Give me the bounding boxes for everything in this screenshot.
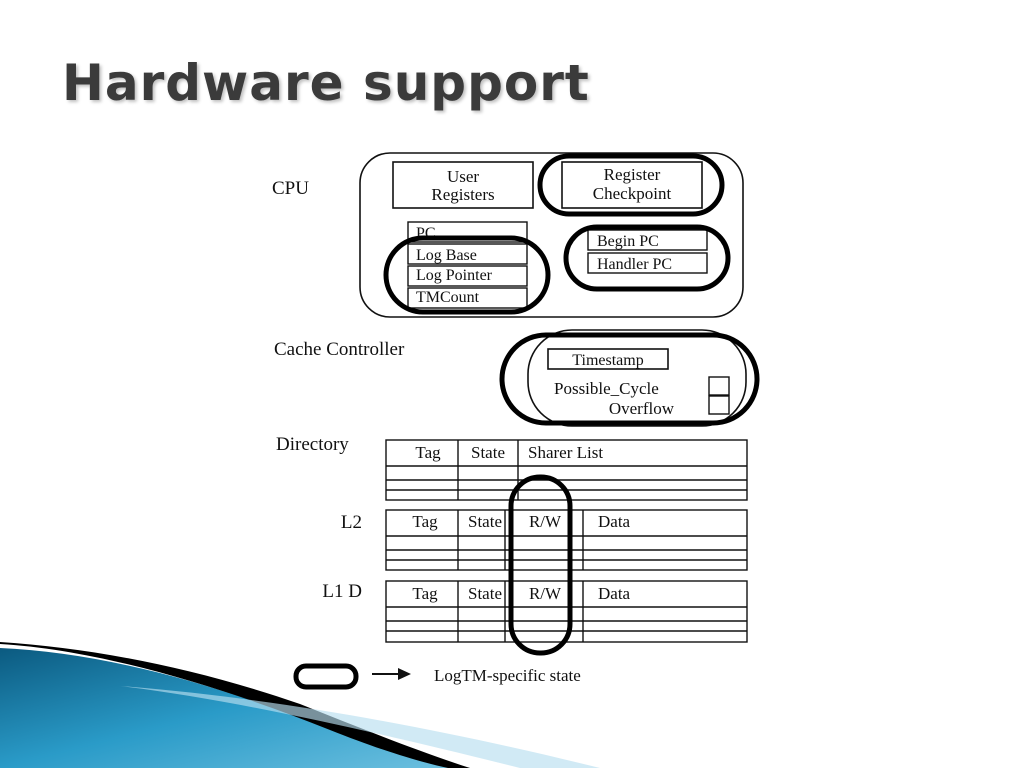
slide-title: Hardware support (62, 54, 590, 112)
log-base-label: Log Base (416, 247, 477, 264)
pc-box (407, 221, 528, 243)
l1d-label: L1 D (322, 581, 362, 602)
l1d-header-tag: Tag (412, 584, 438, 603)
log-registers-highlight (383, 235, 551, 315)
log-pointer-box (407, 265, 528, 287)
l2-header-rw: R/W (529, 512, 562, 531)
l2-header-data: Data (598, 512, 631, 531)
user-registers-box (392, 161, 534, 209)
cpu-label: CPU (272, 178, 309, 199)
cpu-box (359, 152, 744, 318)
register-checkpoint-label-line1: Register (604, 165, 661, 184)
wave-light-band (120, 686, 600, 768)
directory-header-tag: Tag (415, 443, 441, 462)
register-checkpoint-label-line2: Checkpoint (593, 184, 672, 203)
l1d-header-rw: R/W (529, 584, 562, 603)
register-checkpoint-highlight (537, 153, 725, 217)
user-registers-label-line1: User (447, 167, 479, 186)
cache-controller-highlight (499, 332, 760, 426)
l1d-header-state: State (468, 584, 502, 603)
wave-black-stroke (0, 642, 470, 768)
cache-controller-label: Cache Controller (274, 339, 405, 360)
l2-label: L2 (341, 512, 362, 533)
begin-pc-box (587, 229, 708, 251)
l2-table (385, 509, 748, 571)
handler-pc-box (587, 252, 708, 274)
l2-header-state: State (468, 512, 502, 531)
overflow-bit (708, 395, 730, 415)
rw-column-highlight (508, 474, 573, 656)
legend-arrow-icon (372, 668, 411, 680)
l1d-header-data: Data (598, 584, 631, 603)
log-base-box (407, 243, 528, 265)
directory-label: Directory (276, 434, 349, 455)
timestamp-box (547, 348, 669, 370)
timestamp-label: Timestamp (572, 352, 643, 369)
possible-cycle-bit (708, 376, 730, 396)
directory-header-sharer-list: Sharer List (528, 443, 603, 462)
log-pointer-label: Log Pointer (416, 267, 493, 284)
l2-header-tag: Tag (412, 512, 438, 531)
pc-registers-highlight (563, 224, 731, 292)
overflow-label: Overflow (609, 399, 675, 418)
tmcount-label: TMCount (416, 289, 480, 306)
register-checkpoint-box (561, 161, 703, 209)
cache-controller-box (527, 329, 747, 427)
l1d-table (385, 580, 748, 643)
directory-header-state: State (471, 443, 505, 462)
tmcount-box (407, 287, 528, 309)
possible-cycle-label: Possible_Cycle (554, 379, 659, 398)
handler-pc-label: Handler PC (597, 256, 672, 273)
legend-highlight-sample (293, 663, 359, 690)
legend-text: LogTM-specific state (434, 666, 581, 685)
begin-pc-label: Begin PC (597, 233, 659, 250)
user-registers-label-line2: Registers (431, 185, 494, 204)
